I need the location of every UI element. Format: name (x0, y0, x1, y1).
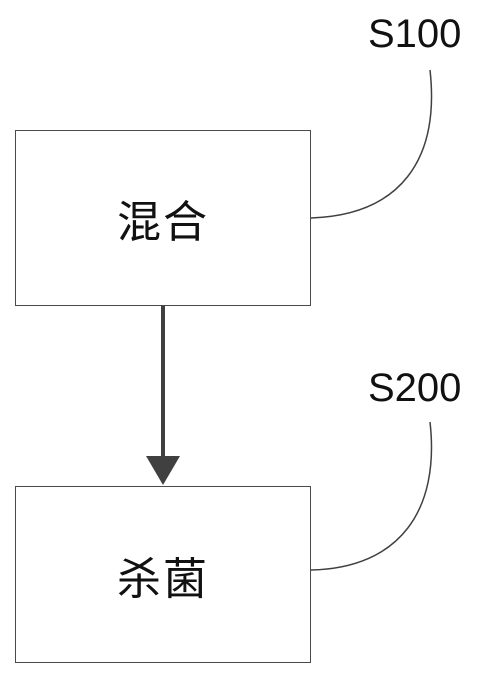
step-box-sterilization: 杀菌 (15, 486, 311, 663)
step-id-s200: S200 (368, 366, 462, 410)
step-label-sterilization: 杀菌 (117, 553, 209, 605)
step-label-mixing: 混合 (117, 197, 209, 248)
step-id-s100: S100 (368, 12, 462, 56)
leader-line-s100 (310, 69, 433, 219)
leader-line-s200 (310, 421, 433, 571)
flow-arrow-head (146, 456, 180, 485)
step-box-mixing: 混合 (15, 130, 311, 306)
